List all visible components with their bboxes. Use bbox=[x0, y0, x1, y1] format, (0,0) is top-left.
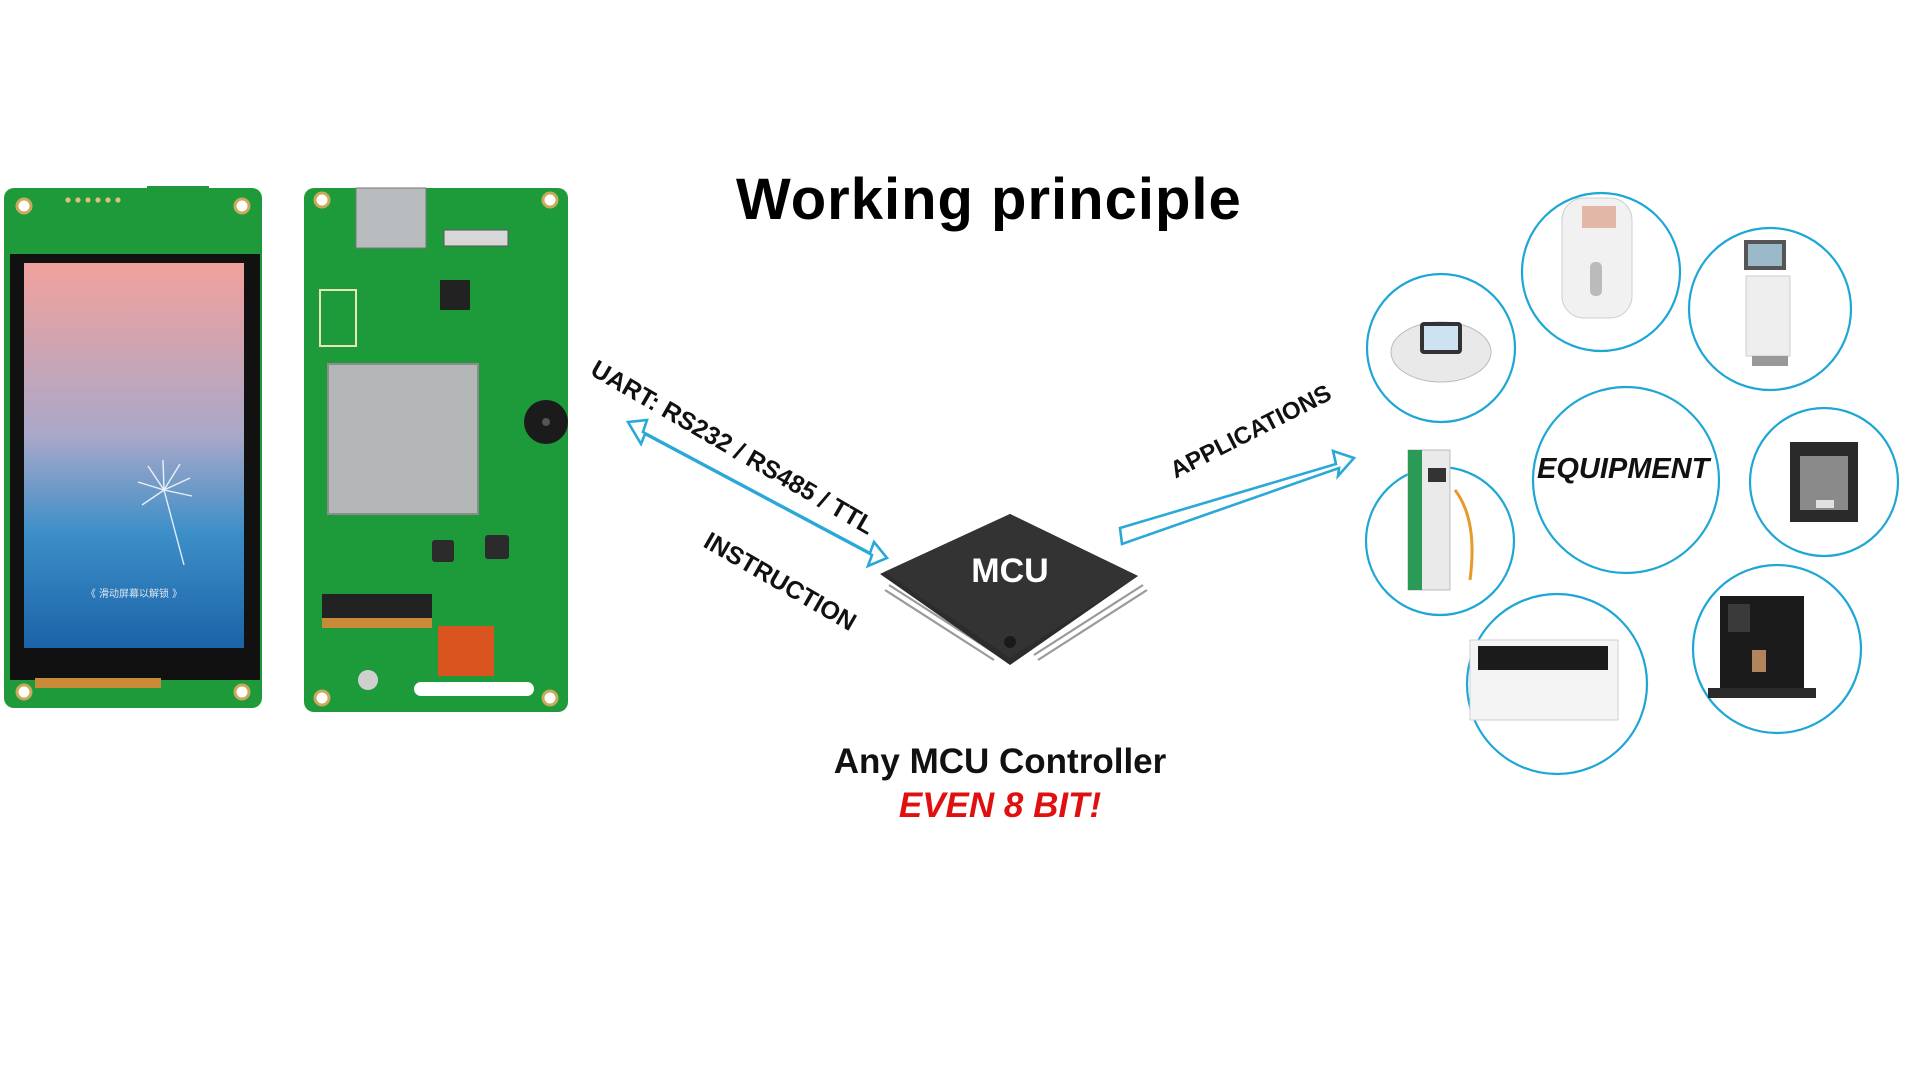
uart-bidirectional-arrow bbox=[625, 418, 890, 569]
equipment-hub bbox=[1531, 385, 1721, 575]
lcd-module-front: 《 滑动屏幕以解锁 》 bbox=[4, 186, 262, 708]
mcu-chip: MCU bbox=[880, 514, 1148, 665]
equipment-label: EQUIPMENT bbox=[1537, 453, 1710, 485]
caption-accent: EVEN 8 BIT! bbox=[898, 786, 1102, 825]
mcu-label: MCU bbox=[971, 552, 1048, 590]
applications-arrow bbox=[1118, 449, 1357, 546]
lcd-screen-hint: 《 滑动屏幕以解锁 》 bbox=[86, 587, 182, 600]
flex-connector bbox=[438, 626, 494, 676]
shield-can bbox=[327, 363, 479, 515]
lcd-module-back bbox=[304, 187, 568, 712]
caption-main: Any MCU Controller bbox=[833, 742, 1167, 781]
sd-card-slot bbox=[355, 187, 427, 249]
page-title: Working principle bbox=[736, 167, 1242, 232]
lcd-screen bbox=[24, 263, 244, 648]
dandelion-icon bbox=[137, 459, 193, 566]
